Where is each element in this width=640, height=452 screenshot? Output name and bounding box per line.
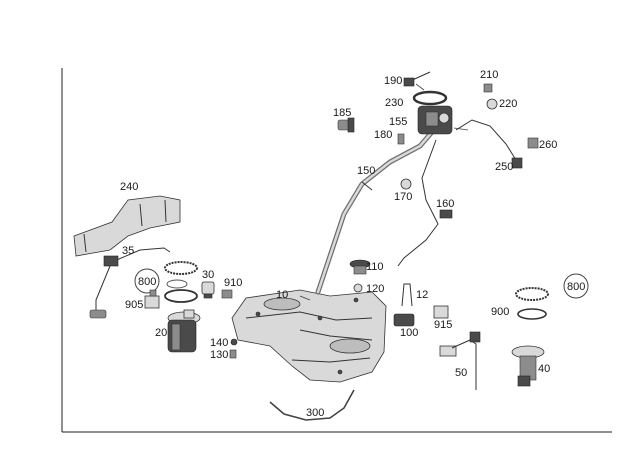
- connector-260[interactable]: [527, 137, 539, 149]
- label-230: 230: [385, 97, 403, 109]
- fuel-pump-module-20[interactable]: [167, 309, 201, 353]
- bolt-185[interactable]: [337, 117, 355, 133]
- label-10: 10: [276, 289, 288, 301]
- label-190: 190: [384, 75, 402, 87]
- label-12: 12: [416, 289, 428, 301]
- lock-ring-900[interactable]: [517, 308, 547, 320]
- label-30: 30: [202, 269, 214, 281]
- fuel-line-300[interactable]: [269, 389, 355, 421]
- label-250: 250: [495, 161, 513, 173]
- label-140: 140: [210, 337, 228, 349]
- connector-905[interactable]: [144, 289, 160, 309]
- label-185: 185: [333, 107, 351, 119]
- diagram-frame: [61, 68, 612, 433]
- connector-915[interactable]: [433, 305, 449, 319]
- label-35: 35: [122, 245, 134, 257]
- valve-30[interactable]: [201, 281, 215, 299]
- label-260: 260: [539, 139, 557, 151]
- label-110: 110: [366, 261, 384, 273]
- label-800-right: 800: [567, 281, 585, 293]
- seal-120[interactable]: [353, 283, 363, 293]
- label-120: 120: [366, 283, 384, 295]
- label-210: 210: [480, 69, 498, 81]
- label-160: 160: [436, 198, 454, 210]
- bracket-12[interactable]: [401, 283, 413, 307]
- label-150: 150: [357, 165, 375, 177]
- label-915: 915: [434, 319, 452, 331]
- label-900: 900: [491, 306, 509, 318]
- filler-neck-hose-150[interactable]: [315, 129, 435, 295]
- cap-190[interactable]: [403, 71, 431, 87]
- label-800-left: 800: [138, 276, 156, 288]
- nut-220[interactable]: [486, 98, 498, 110]
- cap-110[interactable]: [349, 259, 371, 275]
- clamp-180[interactable]: [397, 133, 405, 145]
- seal-ring-800-left[interactable]: [134, 261, 198, 303]
- part-labels: 10 12 20 30 35 40 50 100 110 120 130 140…: [120, 69, 585, 419]
- label-100: 100: [400, 327, 418, 339]
- heat-shield-240[interactable]: [73, 195, 181, 257]
- label-130: 130: [210, 349, 228, 361]
- bolt-130[interactable]: [229, 349, 237, 359]
- grommet-170[interactable]: [400, 178, 412, 190]
- fitting-910[interactable]: [221, 289, 233, 299]
- vent-line-250[interactable]: [455, 119, 523, 169]
- fuel-level-sender-35[interactable]: [89, 247, 171, 319]
- label-910: 910: [224, 277, 242, 289]
- seal-ring-800-right[interactable]: [515, 273, 589, 301]
- leader-lines: [299, 83, 469, 301]
- screw-210[interactable]: [483, 83, 493, 93]
- label-170: 170: [394, 191, 412, 203]
- vent-line-160[interactable]: [397, 139, 453, 267]
- label-220: 220: [499, 98, 517, 110]
- fuel-level-sender-50[interactable]: [439, 331, 481, 390]
- label-155: 155: [389, 116, 407, 128]
- label-905: 905: [125, 299, 143, 311]
- seal-230[interactable]: [412, 90, 448, 106]
- label-240: 240: [120, 181, 138, 193]
- label-50: 50: [455, 367, 467, 379]
- fuel-tank-10[interactable]: [231, 289, 387, 383]
- bolt-140[interactable]: [230, 338, 238, 346]
- filler-valve-assembly-155[interactable]: [417, 105, 453, 135]
- fuel-pump-module-40[interactable]: [511, 345, 545, 387]
- label-180: 180: [374, 129, 392, 141]
- label-20: 20: [155, 327, 167, 339]
- label-300: 300: [306, 407, 324, 419]
- valve-100[interactable]: [393, 313, 415, 327]
- label-40: 40: [538, 363, 550, 375]
